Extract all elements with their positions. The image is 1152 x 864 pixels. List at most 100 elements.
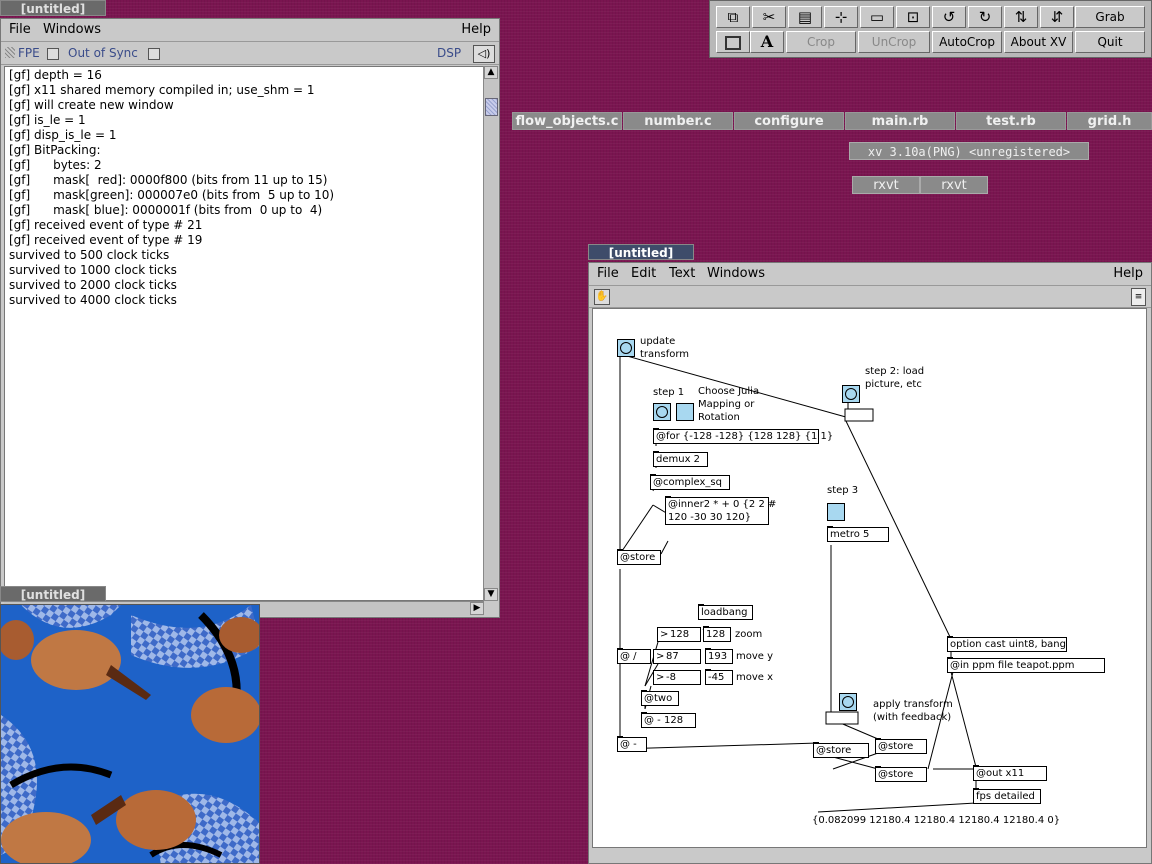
cord [626,355,854,420]
number-minus8[interactable]: -8 [653,670,701,685]
minus-object[interactable]: @ - [617,736,647,752]
two-object[interactable]: @two [641,690,679,706]
document-icon[interactable]: ≡ [1131,288,1146,306]
sync-checkbox[interactable] [148,48,160,60]
next-icon[interactable]: ⧉ [716,6,750,28]
div-object[interactable]: @ / [617,648,651,664]
patch-window-title[interactable]: [untitled] [588,244,694,260]
flip-h-icon[interactable]: ⇅ [1004,6,1038,28]
comment-zoom: zoom [735,629,763,640]
metro-object[interactable]: metro 5 [827,526,889,542]
apply-bang[interactable] [839,693,857,711]
patch-menu-text[interactable]: Text [669,266,696,281]
cord [927,671,954,770]
spout-1 [106,665,151,700]
trigger-box-2 [825,711,859,725]
quit-button[interactable]: Quit [1075,31,1145,53]
menu-windows[interactable]: Windows [43,22,102,37]
log-line: [gf] depth = 16 [9,68,102,82]
clear-icon[interactable]: ⊹ [824,6,858,28]
scroll-right-icon[interactable]: ▶ [470,602,484,615]
store-object-1[interactable]: @store [617,549,661,565]
teapot-1 [31,630,121,690]
log-line: [gf] is_le = 1 [9,113,86,127]
number-128a[interactable]: 128 [657,627,701,642]
patch-window: File Edit Text Windows Help ✋ ≡ [588,262,1152,864]
scroll-up-icon[interactable]: ▲ [484,66,498,79]
tab-configure[interactable]: configure [734,112,844,130]
rxvt-button-1[interactable]: rxvt [852,176,920,194]
fps-output-message[interactable]: {0.082099 12180.4 12180.4 12180.4 12180.… [812,813,1061,828]
fps-object[interactable]: fps detailed [973,788,1041,804]
inner2-object[interactable]: @inner2 * + 0 {2 2 # 120 -30 30 120} [665,496,776,525]
store-object-4[interactable]: @store [875,766,927,782]
step1-bang[interactable] [653,403,671,421]
patch-menu-windows[interactable]: Windows [707,266,766,281]
crop-button[interactable]: Crop [786,31,856,53]
teapot-4 [116,790,196,850]
patch-menu-file[interactable]: File [597,266,619,281]
speaker-icon[interactable]: ◁) [473,45,495,63]
patch-menu-help[interactable]: Help [1113,266,1143,281]
tab-main[interactable]: main.rb [845,112,955,130]
in-ppm-object[interactable]: @in ppm file teapot.ppm [947,657,1105,673]
out-x11-object[interactable]: @out x11 [973,765,1047,781]
tab-flow-objects[interactable]: flow_objects.c [512,112,622,130]
minus128-object[interactable]: @ - 128 [641,712,696,728]
rxvt-button-2[interactable]: rxvt [920,176,988,194]
xv-title-bar[interactable]: xv 3.10a(PNG) <unregistered> [849,142,1089,160]
for-object[interactable]: @for {-128 -128} {128 128} {1 1} [653,428,833,444]
grip-icon [5,47,15,58]
store-object-3[interactable]: @store [875,738,927,754]
loadbang-object[interactable]: loadbang [698,604,753,620]
option-object[interactable]: option cast uint8, bang [947,636,1067,652]
pad-icon[interactable]: ▭ [860,6,894,28]
menu-help[interactable]: Help [461,22,491,37]
video-window-title[interactable]: [untitled] [0,586,106,602]
uncrop-button[interactable]: UnCrop [858,31,930,53]
patch-menu-edit[interactable]: Edit [631,266,657,281]
update-bang[interactable] [617,339,635,357]
rotate-left-icon[interactable]: ↺ [932,6,966,28]
console-window-title[interactable]: [untitled] [0,0,106,16]
tab-number[interactable]: number.c [623,112,733,130]
step2-bang[interactable] [842,385,860,403]
cord [950,671,977,768]
comment-julia: Choose Julia Mapping or Rotation [698,386,760,423]
demux-object[interactable]: demux 2 [653,451,708,467]
autocrop-button[interactable]: AutoCrop [932,31,1002,53]
complex-sq-object[interactable]: @complex_sq [650,474,730,490]
shadow-arc-2 [9,763,113,789]
number-193[interactable]: 193 [705,648,733,664]
console-window: File Windows Help FPE Out of Sync DSP ◁)… [0,18,500,618]
number-minus45[interactable]: -45 [705,669,733,685]
paste-icon[interactable]: ▤ [788,6,822,28]
store-object-2[interactable]: @store [813,742,869,758]
cord [644,663,659,687]
fit-icon[interactable] [716,31,750,53]
fpe-checkbox[interactable] [47,48,59,60]
hand-icon[interactable]: ✋ [594,289,610,305]
menu-file[interactable]: File [9,22,31,37]
number-128b[interactable]: 128 [703,626,731,642]
log-line: [gf] will create new window [9,98,174,112]
log-line: survived to 500 clock ticks [9,248,170,262]
console-vscroll[interactable]: ▲ ▼ [483,66,498,601]
patch-canvas[interactable]: update transform step 2: load picture, e… [592,308,1147,848]
tab-test[interactable]: test.rb [956,112,1066,130]
scroll-down-icon[interactable]: ▼ [484,588,498,601]
log-line: [gf] disp_is_le = 1 [9,128,117,142]
number-87[interactable]: 87 [653,649,701,664]
about-button[interactable]: About XV [1004,31,1073,53]
flip-v-icon[interactable]: ⇵ [1040,6,1074,28]
annotate-icon[interactable]: ⊡ [896,6,930,28]
cut-icon[interactable]: ✂ [752,6,786,28]
julia-toggle[interactable] [676,403,694,421]
scroll-thumb[interactable] [485,98,498,116]
text-icon[interactable]: A [750,31,784,53]
teapot-2 [191,687,259,743]
grab-button[interactable]: Grab [1075,6,1145,28]
tab-grid[interactable]: grid.h [1067,112,1152,130]
rotate-right-icon[interactable]: ↻ [968,6,1002,28]
step3-toggle[interactable] [827,503,845,521]
